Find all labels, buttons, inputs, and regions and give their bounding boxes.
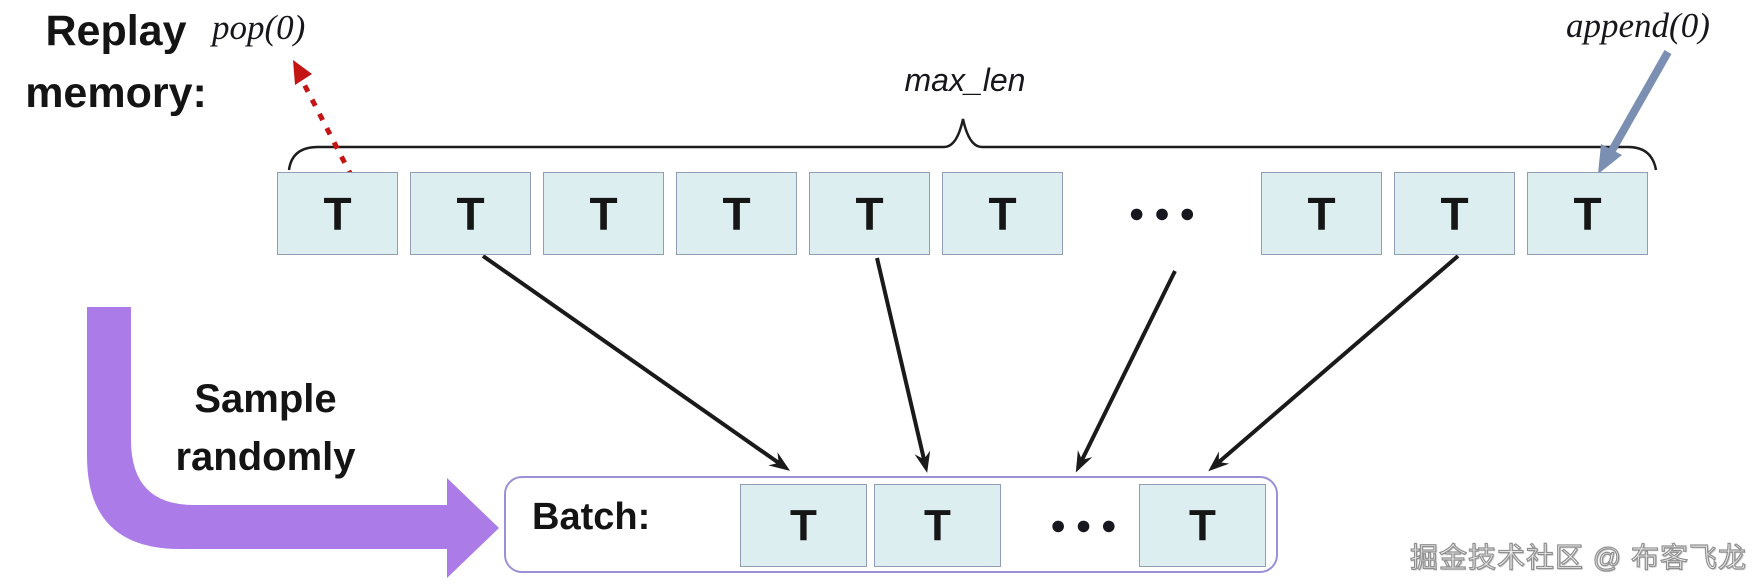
sample-randomly-line1: Sample xyxy=(194,377,337,421)
memory-cell: T xyxy=(277,172,398,255)
max-len-brace xyxy=(287,118,1658,171)
memory-cell: T xyxy=(1261,172,1382,255)
batch-ellipsis: ●●● xyxy=(1050,510,1126,540)
batch-cell: T xyxy=(1139,484,1266,567)
watermark-text: 掘金技术社区 @ 布客飞龙 xyxy=(1409,541,1747,573)
memory-cell: T xyxy=(1527,172,1648,255)
memory-cell: T xyxy=(543,172,664,255)
memory-cell: T xyxy=(809,172,930,255)
replay-memory-title: Replay memory: xyxy=(0,0,232,124)
memory-cell: T xyxy=(1394,172,1515,255)
max-len-annotation: max_len xyxy=(904,62,1026,98)
memory-ellipsis: ●●● xyxy=(1128,198,1205,228)
batch-cell: T xyxy=(740,484,867,567)
append-arrow-head xyxy=(1598,144,1622,174)
replay-memory-title-line2: memory: xyxy=(25,69,207,117)
sample-randomly-label: Sample randomly xyxy=(148,370,383,486)
sample-arrow-2 xyxy=(875,257,931,473)
sample-arrow-3 xyxy=(1075,270,1177,473)
append-arrow xyxy=(1606,50,1672,156)
sample-arrow-4 xyxy=(1208,254,1460,472)
sample-arrow-1 xyxy=(481,254,791,471)
sample-randomly-line2: randomly xyxy=(175,435,356,479)
memory-cell: T xyxy=(410,172,531,255)
batch-cell: T xyxy=(874,484,1001,567)
pop-arrow-head xyxy=(293,60,312,85)
memory-cell: T xyxy=(676,172,797,255)
append-annotation: append(0) xyxy=(1566,6,1710,45)
memory-cell: T xyxy=(942,172,1063,255)
pop-arrow xyxy=(301,82,355,179)
replay-memory-title-line1: Replay xyxy=(45,7,187,55)
batch-label: Batch: xyxy=(532,496,651,538)
pop-annotation: pop(0) xyxy=(212,8,306,47)
